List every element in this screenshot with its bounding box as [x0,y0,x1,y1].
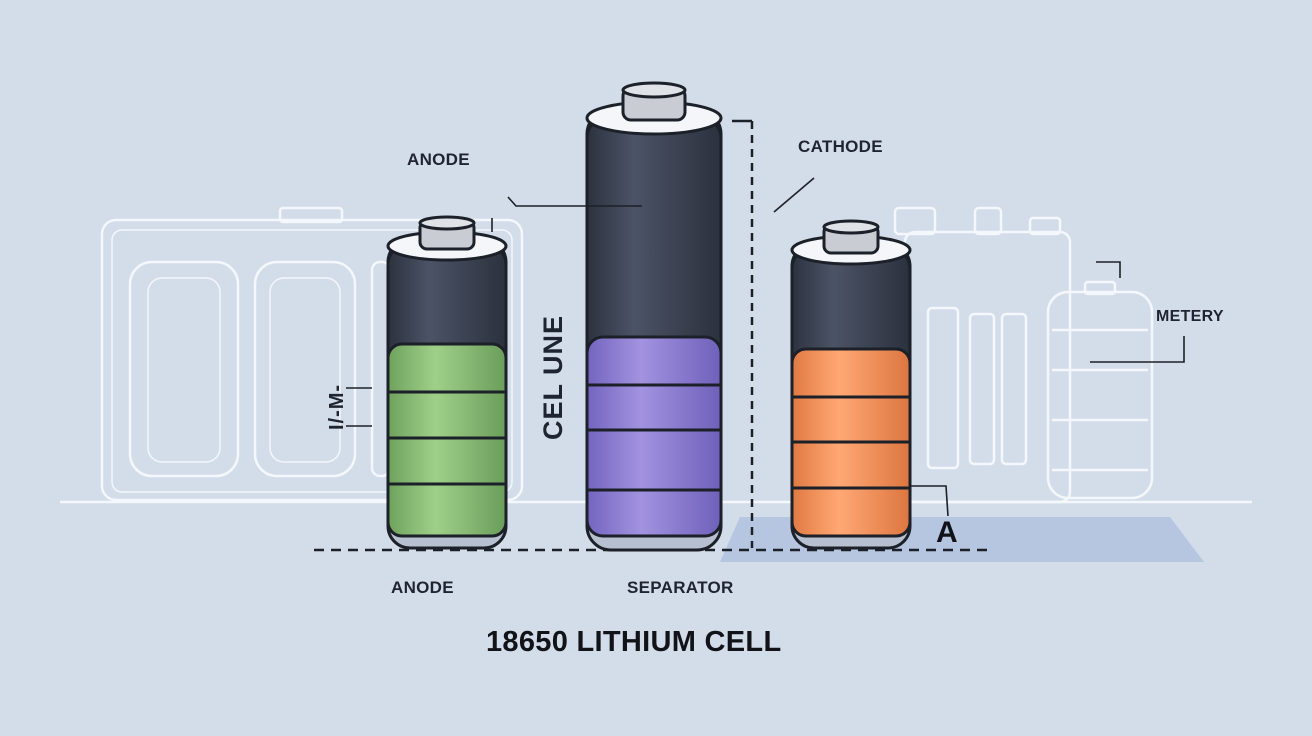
cathode-cell [790,219,912,550]
background-battery-pack-right [893,206,1154,504]
height-dimension-line [732,119,754,548]
a-marker-label: A [936,516,958,549]
separator-cell [585,81,723,552]
anode-top-label: ANODE [407,150,470,169]
separator-label: SEPARATOR [627,578,734,597]
cathode-label: CATHODE [798,137,883,156]
callout-lines [346,177,1185,517]
left-axis-mark: I/-M- [326,383,348,430]
anode-bottom-label: ANODE [391,578,454,597]
anode-cell [386,215,508,550]
diagram-title: 18650 LITHIUM CELL [486,626,782,658]
cel-une-vertical-label: CEL UNE [538,314,568,440]
metery-label: METERY [1156,308,1224,325]
